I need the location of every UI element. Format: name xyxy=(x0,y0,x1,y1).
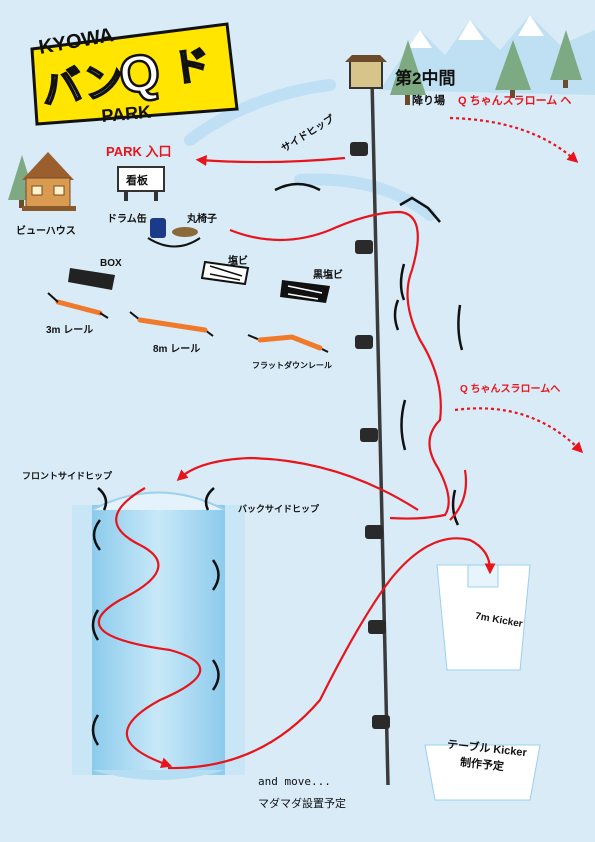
log-chair-icon xyxy=(172,227,198,237)
box-label: BOX xyxy=(100,258,122,269)
pvc-black-label: 黒塩ビ xyxy=(313,270,343,281)
log-chair-label: 丸椅子 xyxy=(187,214,217,225)
rail-3m-label: 3m レール xyxy=(46,325,94,336)
signboard xyxy=(117,166,165,201)
and-move-note: and move... xyxy=(258,775,331,788)
park-entrance-label: PARK 入口 xyxy=(106,144,172,159)
table-kicker xyxy=(424,744,541,801)
planned-note: マダマダ設置予定 xyxy=(258,798,346,810)
station-slalom-link: Q ちゃんスラローム ヘ xyxy=(458,95,572,107)
flat-down-rail-label: フラットダウンレール xyxy=(252,361,332,370)
rail-8m xyxy=(137,317,208,333)
logo-do: ド xyxy=(169,44,212,91)
lift-line xyxy=(345,55,390,786)
kicker-7m xyxy=(436,564,531,671)
mountains xyxy=(380,15,595,95)
pvc-white-pipe xyxy=(200,260,250,286)
slalom-mid-label: Q ちゃんスラロームへ xyxy=(460,384,561,395)
box-rail xyxy=(68,268,115,290)
flat-down-rail xyxy=(257,334,323,351)
drum-can-icon xyxy=(147,218,201,248)
signboard-label: 看板 xyxy=(126,175,148,187)
station-subtitle: 降り場 xyxy=(412,95,445,107)
logo-park: PARK xyxy=(101,102,152,126)
rail-3m xyxy=(55,299,103,316)
route xyxy=(97,116,584,770)
front-side-hip-label: フロントサイドヒップ xyxy=(22,471,113,481)
back-side-hip-label: バックサイドヒップ xyxy=(238,504,320,514)
side-hip-swoosh xyxy=(184,79,336,146)
halfpipe xyxy=(72,491,245,780)
pvc-white-label: 塩ビ xyxy=(228,256,248,267)
station-title: 第2中間 xyxy=(395,69,456,88)
pvc-black-pipe xyxy=(280,280,330,303)
view-house-label: ビューハウス xyxy=(16,226,76,237)
drum-can-label: ドラム缶 xyxy=(107,214,147,225)
hip-swoosh xyxy=(294,173,436,221)
hip-marks xyxy=(91,182,464,746)
view-house-icon xyxy=(22,152,76,211)
rail-8m-label: 8m レール xyxy=(153,344,201,355)
logo-q: Q xyxy=(116,43,164,106)
gondola-cars xyxy=(350,142,390,729)
kyowa-banqdo-logo: KYOWA バン Q ド PARK xyxy=(22,14,242,134)
